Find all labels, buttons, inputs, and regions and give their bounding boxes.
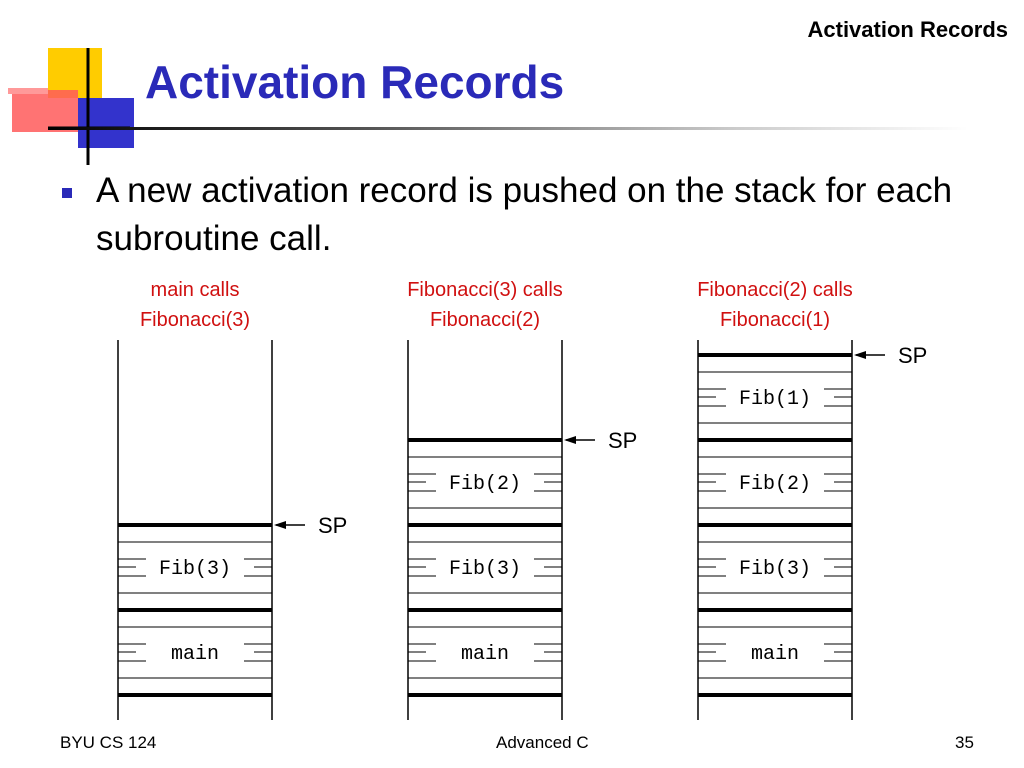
sp-arrow-head <box>274 521 286 529</box>
footer-page-number: 35 <box>955 733 974 752</box>
frame-label: Fib(2) <box>739 473 811 496</box>
stack-pointer-label: SP <box>898 343 927 368</box>
title-underline <box>48 127 968 130</box>
stack-caption: Fibonacci(2) <box>430 309 540 331</box>
corner-title: Activation Records <box>807 17 1009 42</box>
frame-label: Fib(3) <box>739 558 811 581</box>
frame-label: Fib(3) <box>449 558 521 581</box>
frame-label: Fib(2) <box>449 473 521 496</box>
frame-label: Fib(3) <box>159 558 231 581</box>
frame-label: main <box>751 643 799 666</box>
bullet-marker <box>62 188 72 198</box>
sp-arrow-head <box>854 351 866 359</box>
footer-course: BYU CS 124 <box>60 733 157 752</box>
slide-title: Activation Records <box>145 56 565 108</box>
footer-topic: Advanced C <box>496 733 589 752</box>
stack-caption: Fibonacci(1) <box>720 309 830 331</box>
stack-caption: Fibonacci(3) calls <box>407 279 563 301</box>
stack-pointer-label: SP <box>608 428 637 453</box>
bullet-text: A new activation record is pushed on the… <box>96 171 953 258</box>
frame-label: Fib(1) <box>739 388 811 411</box>
frame-label: main <box>171 643 219 666</box>
stack-caption: Fibonacci(3) <box>140 309 250 331</box>
frame-label: main <box>461 643 509 666</box>
stack-caption: main calls <box>151 279 240 301</box>
stack-pointer-label: SP <box>318 513 347 538</box>
stack-caption: Fibonacci(2) calls <box>697 279 853 301</box>
sp-arrow-head <box>564 436 576 444</box>
